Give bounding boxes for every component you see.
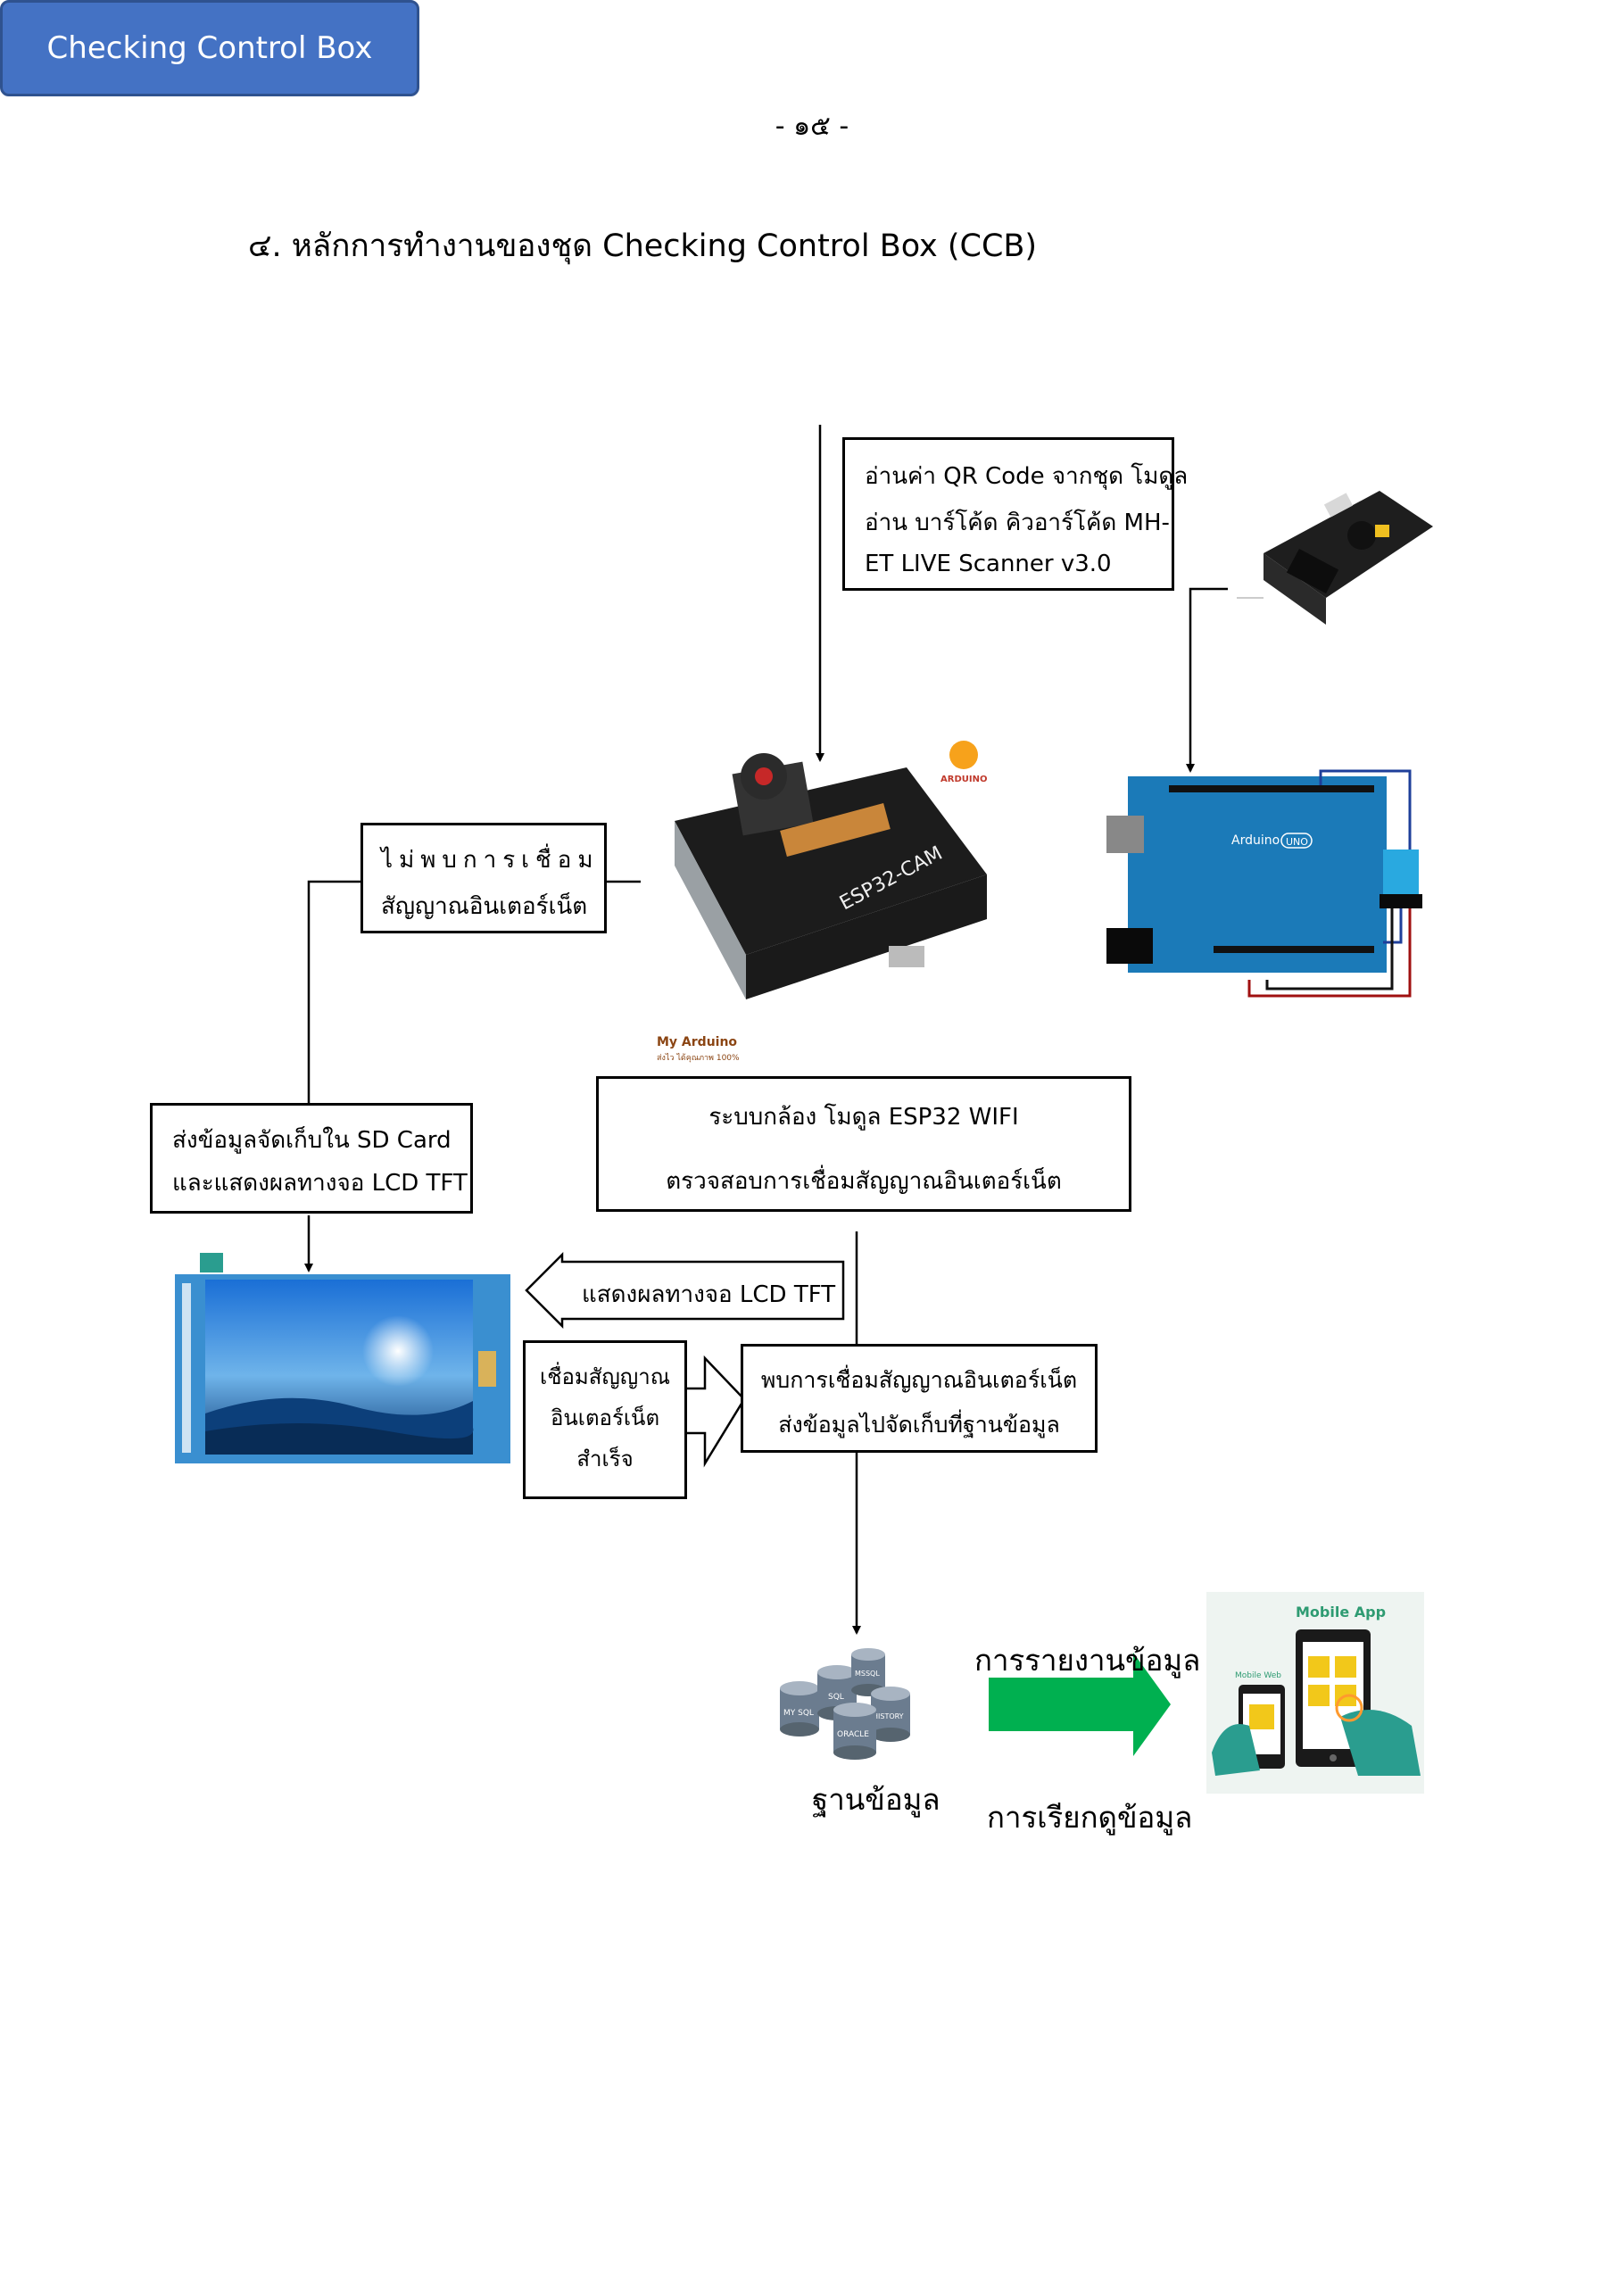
arduino-logo-text: ARDUINO bbox=[940, 775, 987, 784]
db-cylinder-4: HISTORY bbox=[871, 1687, 910, 1742]
db-label-1: MY SQL bbox=[783, 1709, 814, 1718]
no-internet-line-1: ไม่พบการเชื่อม bbox=[381, 847, 600, 874]
internet-found-node: พบการเชื่อมสัญญาณอินเตอร์เน็ต ส่งข้อมูลไ… bbox=[741, 1344, 1098, 1453]
esp32-brand-text: My Arduino bbox=[657, 1035, 737, 1049]
qr-scanner-image bbox=[1228, 473, 1451, 651]
connect-success-line-2: อินเตอร์เน็ต bbox=[550, 1405, 660, 1430]
database-label: ฐานข้อมูล bbox=[812, 1782, 940, 1817]
lcd-tft-image bbox=[175, 1253, 510, 1463]
connect-success-line-1: เชื่อมสัญญาณ bbox=[539, 1364, 670, 1389]
internet-found-line-2: ส่งข้อมูลไปจัดเก็บที่ฐานข้อมูล bbox=[778, 1412, 1060, 1438]
internet-found-line-1: พบการเชื่อมสัญญาณอินเตอร์เน็ต bbox=[760, 1367, 1078, 1393]
scanner-to-arduino-arrow bbox=[1186, 587, 1242, 773]
db-label-3: ORACLE bbox=[837, 1730, 869, 1739]
mobile-web-label: Mobile Web bbox=[1235, 1671, 1281, 1680]
db-label-4: MSSQL bbox=[855, 1670, 880, 1678]
qr-reader-line-3: ET LIVE Scanner v3.0 bbox=[865, 551, 1112, 577]
mobile-app-image: Mobile App Mobile Web bbox=[1206, 1592, 1424, 1794]
sd-card-line-1: ส่งข้อมูลจัดเก็บใน SD Card bbox=[172, 1127, 452, 1154]
sd-card-node: ส่งข้อมูลจัดเก็บใน SD Card และแสดงผลทางจ… bbox=[150, 1103, 473, 1214]
camera-system-line-1: ระบบกล้อง โมดูล ESP32 WIFI bbox=[708, 1104, 1019, 1131]
nointernet-to-sd-line bbox=[307, 880, 362, 1105]
report-green-arrow bbox=[989, 1653, 1171, 1756]
esp32-brand-sub: ส่งไว ได้คุณภาพ 100% bbox=[657, 1053, 740, 1063]
qr-reader-node: อ่านค่า QR Code จากชุด โมดูล อ่าน บาร์โค… bbox=[842, 437, 1188, 591]
db-label-2: SQL bbox=[828, 1693, 844, 1702]
db-label-5: HISTORY bbox=[873, 1712, 904, 1720]
sd-card-line-2: และแสดงผลทางจอ LCD TFT bbox=[172, 1170, 468, 1197]
camera-system-node: ระบบกล้อง โมดูล ESP32 WIFI ตรวจสอบการเชื… bbox=[596, 1076, 1131, 1212]
no-internet-line-2: สัญญาณอินเตอร์เน็ต bbox=[381, 893, 588, 920]
to-lcd-hollow-arrow bbox=[525, 1251, 845, 1330]
connect-success-line-3: สำเร็จ bbox=[576, 1446, 634, 1471]
arduino-uno-image: Arduino UNO bbox=[1106, 769, 1422, 998]
section-title: ๔. หลักการทำงานของชุด Checking Control B… bbox=[248, 228, 1038, 264]
report-label: การรายงานข้อมูล bbox=[974, 1643, 1201, 1678]
ccb-node: Checking Control Box bbox=[0, 0, 419, 96]
qr-reader-line-2: อ่าน บาร์โค้ด คิวอาร์โค้ด MH- bbox=[865, 510, 1170, 536]
esp32-cam-image: ESP32-CAM My Arduino ส่งไว ได้คุณภาพ 100… bbox=[657, 753, 987, 1063]
view-data-label: การเรียกดูข้อมูล bbox=[987, 1800, 1193, 1835]
camera-system-line-2: ตรวจสอบการเชื่อมสัญญาณอินเตอร์เน็ต bbox=[666, 1168, 1062, 1195]
mobile-app-title: Mobile App bbox=[1296, 1604, 1386, 1620]
arduino-uno-text: UNO bbox=[1286, 836, 1308, 848]
success-hollow-arrow bbox=[685, 1355, 746, 1468]
connect-success-node: เชื่อมสัญญาณ อินเตอร์เน็ต สำเร็จ bbox=[523, 1340, 687, 1499]
arduino-logo-image: ARDUINO bbox=[940, 741, 987, 784]
no-internet-node: ไม่พบการเชื่อม สัญญาณอินเตอร์เน็ต bbox=[360, 823, 607, 933]
lcd-display-label: แสดงผลทางจอ LCD TFT bbox=[582, 1281, 836, 1308]
arduino-board-text: Arduino bbox=[1231, 833, 1280, 848]
db-cylinder-5: ORACLE bbox=[833, 1703, 876, 1760]
page-number: - ๑๕ - bbox=[775, 111, 849, 142]
database-image: MY SQL SQL MSSQL HISTORY ORACLE bbox=[780, 1648, 910, 1760]
db-cylinder-1: MY SQL bbox=[780, 1681, 819, 1737]
qr-reader-line-1: อ่านค่า QR Code จากชุด โมดูล bbox=[865, 463, 1189, 490]
db-cylinder-3: MSSQL bbox=[851, 1648, 885, 1696]
